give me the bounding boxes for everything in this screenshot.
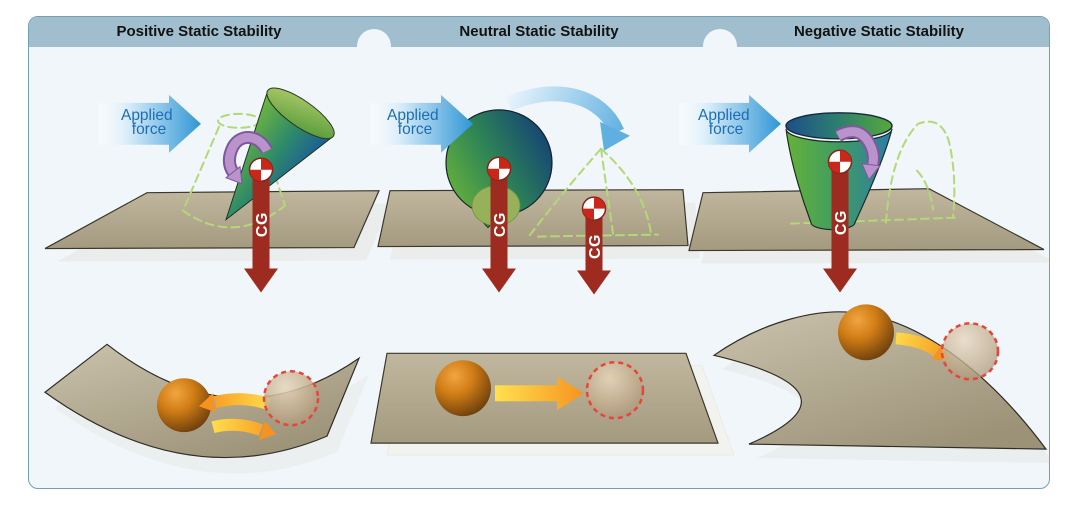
platform [377,189,689,248]
positive-ball-analogy [43,343,369,474]
displacement-arrow-icon [211,418,276,441]
cg-label: CG [254,212,271,237]
tipping-moment-arrow-icon [834,125,881,181]
cg-label: CG [492,212,509,237]
ghost-ball [585,361,645,420]
displaced-cg-marker-icon [581,196,607,221]
platform [44,190,380,250]
applied-force-arrow-icon [371,94,473,153]
panel-title-positive: Positive Static Stability [116,23,282,40]
cg-arrow [482,168,516,293]
cg-label: CG [833,210,850,235]
applied-force-label: Applied force [121,107,177,138]
ghost-ball [940,322,1000,381]
ghost-ball [262,370,320,427]
applied-force-label: Applied force [698,107,754,138]
figure-header: Positive Static Stability Neutral Static… [29,17,1049,47]
static-stability-figure-card: Positive Static Stability Neutral Static… [28,16,1050,489]
negative-panel-illustration: CG Applied force [679,94,1049,293]
header-notch-icon [357,29,391,47]
panel-title-negative: Negative Static Stability [793,23,965,40]
ball [838,304,894,361]
displaced-cg-label: CG [587,234,604,259]
cg-marker-icon [248,157,274,182]
cg-marker-icon [827,149,853,174]
applied-force-arrow-icon [99,94,201,153]
restoring-moment-arrow-icon [222,131,273,185]
ball [157,378,211,433]
positive-panel-illustration: CG Applied force [44,87,391,293]
panel-title-neutral: Neutral Static Stability [459,23,619,40]
ball [435,360,491,417]
cg-arrow [823,161,857,293]
neutral-panel-illustration: CG CG Applied force [371,86,700,295]
cg-marker-icon [486,156,512,181]
convex-surface [712,311,1048,450]
neutral-ball-analogy [370,352,735,456]
applied-force-label: Applied force [387,107,443,138]
applied-force-arrow-icon [679,94,781,153]
displaced-cg-arrow [577,208,611,295]
header-notch-icon [703,29,737,47]
roll-motion-arrow-icon [505,86,630,151]
cg-arrow [244,169,278,293]
stability-diagram: CG Applied force [43,86,1049,474]
negative-ball-analogy [712,304,1049,463]
displacement-arrow-icon [495,376,584,411]
